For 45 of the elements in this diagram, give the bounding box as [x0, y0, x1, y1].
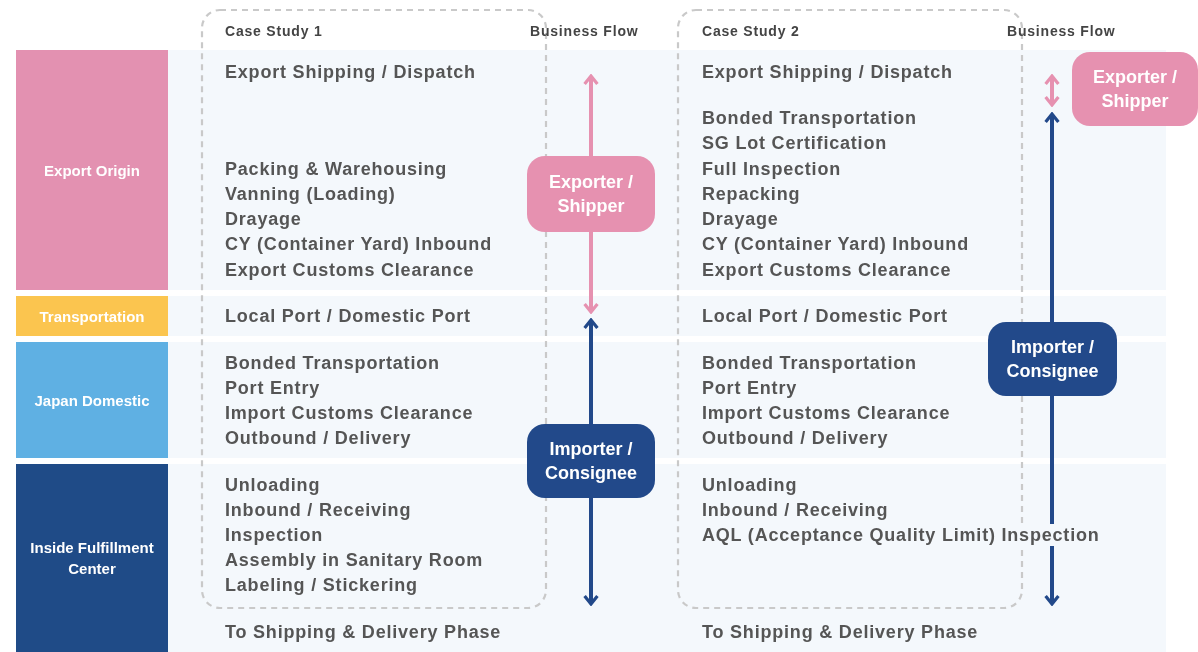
step-text: Labeling / Stickering — [225, 574, 418, 596]
step-text: CY (Container Yard) Inbound — [702, 233, 969, 255]
step-text: Export Customs Clearance — [702, 259, 952, 281]
step-text: CY (Container Yard) Inbound — [225, 233, 492, 255]
column-heading: Business Flow — [1007, 22, 1116, 41]
step-text: Bonded Transportation — [225, 352, 440, 374]
role-pill: Importer / Consignee — [988, 322, 1117, 396]
step-text: Import Customs Clearance — [702, 402, 951, 424]
step-text: To Shipping & Delivery Phase — [702, 621, 979, 643]
column-heading: Case Study 1 — [225, 22, 323, 41]
column-heading: Case Study 2 — [702, 22, 800, 41]
step-text: Full Inspection — [702, 158, 841, 180]
phase-band: Inside Fulfillment Center — [16, 464, 168, 652]
step-text: Assembly in Sanitary Room — [225, 549, 484, 571]
step-text: Export Shipping / Dispatch — [225, 61, 476, 83]
step-text: Inbound / Receiving — [702, 499, 889, 521]
step-text: Repacking — [702, 183, 801, 205]
step-text: SG Lot Certification — [702, 132, 887, 154]
step-text: Port Entry — [225, 377, 320, 399]
step-text: Outbound / Delivery — [225, 427, 412, 449]
step-text: Local Port / Domestic Port — [225, 305, 471, 327]
step-text: Packing & Warehousing — [225, 158, 448, 180]
step-text: Drayage — [225, 208, 302, 230]
step-text: Outbound / Delivery — [702, 427, 889, 449]
step-text: Local Port / Domestic Port — [702, 305, 948, 327]
role-pill: Exporter / Shipper — [1072, 52, 1198, 126]
step-text: Bonded Transportation — [702, 107, 917, 129]
step-text: Unloading — [225, 474, 321, 496]
role-pill: Importer / Consignee — [527, 424, 655, 498]
step-text: Import Customs Clearance — [225, 402, 474, 424]
step-text: Inbound / Receiving — [225, 499, 412, 521]
step-text: Unloading — [702, 474, 798, 496]
phase-band: Transportation — [16, 296, 168, 336]
step-text: To Shipping & Delivery Phase — [225, 621, 502, 643]
step-text: Inspection — [225, 524, 323, 546]
column-heading: Business Flow — [530, 22, 639, 41]
step-text: Export Shipping / Dispatch — [702, 61, 953, 83]
step-text: Export Customs Clearance — [225, 259, 475, 281]
phase-band: Export Origin — [16, 50, 168, 290]
step-text: Vanning (Loading) — [225, 183, 396, 205]
phase-band: Japan Domestic — [16, 342, 168, 458]
step-text: Port Entry — [702, 377, 797, 399]
role-pill: Exporter / Shipper — [527, 156, 655, 232]
step-text: Bonded Transportation — [702, 352, 917, 374]
step-text: Drayage — [702, 208, 779, 230]
